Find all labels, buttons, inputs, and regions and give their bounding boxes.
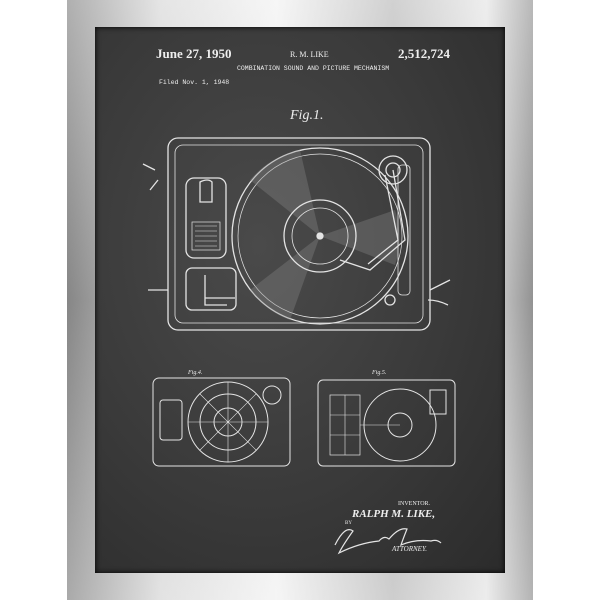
inventor-label: INVENTOR. — [398, 501, 431, 507]
fig-5-label: Fig.5. — [372, 370, 387, 376]
turntable-fig-4 — [152, 377, 291, 467]
by-label: BY — [345, 521, 352, 526]
inventor-short: R. M. LIKE — [290, 50, 329, 59]
patent-number: 2,512,724 — [398, 46, 450, 61]
fig-1-label: Fig.1. — [290, 108, 324, 123]
attorney-label: ATTORNEY. — [392, 545, 427, 553]
inventor-name: RALPH M. LIKE, — [352, 508, 436, 520]
chalkboard-print — [95, 27, 505, 573]
turntable-fig-5 — [317, 379, 456, 467]
filed-date: Filed Nov. 1, 1948 — [159, 79, 230, 86]
patent-date: June 27, 1950 — [156, 46, 232, 61]
turntable-fig-1 — [142, 137, 451, 331]
signature — [334, 528, 442, 555]
patent-title: COMBINATION SOUND AND PICTURE MECHANISM — [237, 65, 390, 72]
fig-4-label: Fig.4. — [188, 370, 203, 376]
